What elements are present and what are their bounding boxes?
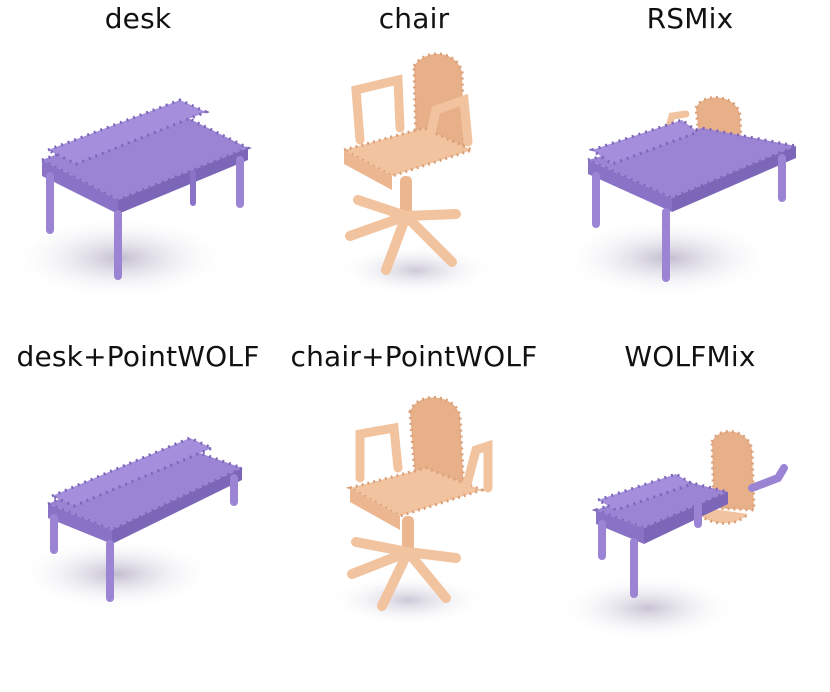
mixed-point-cloud-illustration — [560, 96, 802, 298]
panel-title: desk+PointWOLF — [16, 340, 260, 373]
shadow — [336, 244, 496, 296]
panel-desk-pointwolf: desk+PointWOLF — [0, 338, 276, 684]
chair-shape — [346, 396, 493, 611]
panel-title: desk — [104, 2, 172, 35]
panel-title: RSMix — [646, 2, 734, 35]
chair-pointwolf-illustration — [328, 396, 493, 626]
desk-point-cloud-illustration — [10, 98, 252, 300]
desk-shape — [38, 98, 252, 280]
panel-title: chair+PointWOLF — [290, 340, 538, 373]
panel-rsmix: RSMix — [552, 0, 828, 346]
shadow — [328, 574, 488, 626]
wolfmix-point-cloud-illustration — [558, 430, 788, 642]
chair-shape — [340, 52, 477, 275]
desk-shape — [44, 436, 246, 602]
panel-title: WOLFMix — [624, 340, 756, 373]
shadow — [16, 538, 216, 610]
panel-wolfmix: WOLFMix — [552, 338, 828, 684]
panel-chair: chair — [276, 0, 552, 346]
panel-chair-pointwolf: chair+PointWOLF — [276, 338, 552, 684]
mix-shape — [583, 96, 802, 282]
desk-pointwolf-illustration — [16, 436, 246, 610]
mix-shape — [591, 430, 788, 598]
panel-title: chair — [378, 2, 450, 35]
shadow — [558, 574, 738, 642]
panel-desk: desk — [0, 0, 276, 346]
chair-point-cloud-illustration — [336, 52, 496, 296]
